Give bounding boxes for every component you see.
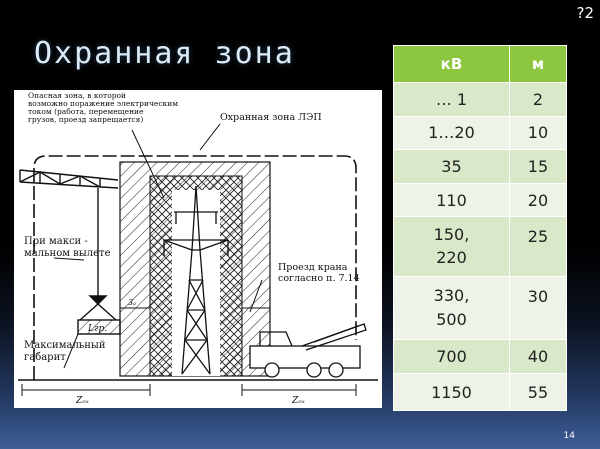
table-row: 1150 55 xyxy=(393,373,568,411)
voltage-cell: 700 xyxy=(393,338,510,375)
distance-cell: 55 xyxy=(508,373,568,411)
zone-boundary xyxy=(33,155,357,380)
max-dimension-label-line1: Максимальный xyxy=(24,340,106,351)
dimension-z-right: Zₒₓ xyxy=(291,396,306,406)
crane-truck-icon xyxy=(249,323,367,378)
voltage-cell: 150, 220 xyxy=(393,216,510,277)
voltage-distance-table: кВ м … 1 2 1…20 10 35 15 110 20 150, 220 xyxy=(393,45,568,411)
voltage-cell: 35 xyxy=(393,149,510,184)
column-header-m: м xyxy=(508,45,568,83)
distance-cell: 40 xyxy=(508,338,568,375)
danger-zone-callout-line1: Опасная зона, в которой xyxy=(28,91,126,100)
table-row: 1…20 10 xyxy=(393,115,568,151)
distance-cell: 20 xyxy=(508,182,568,218)
power-line-protection-zone-diagram: Опасная зона, в которой возможно поражен… xyxy=(14,90,382,408)
transmission-tower-icon xyxy=(163,185,229,375)
voltage-cell: 330, 500 xyxy=(393,275,510,340)
table-header-row: кВ м xyxy=(393,45,568,83)
column-header-kv: кВ xyxy=(393,45,510,83)
danger-zone-callout-line4: грузов, проезд запрещается) xyxy=(28,115,143,124)
dimension-lines xyxy=(21,307,357,396)
distance-cell: 25 xyxy=(508,216,568,277)
protection-zone-callout: Охранная зона ЛЭП xyxy=(220,112,322,123)
table-row: 35 15 xyxy=(393,149,568,184)
table-row: 110 20 xyxy=(393,182,568,218)
distance-cell: 10 xyxy=(508,115,568,151)
table-row: 330, 500 30 xyxy=(393,275,568,340)
distance-cell: 15 xyxy=(508,149,568,184)
voltage-cell: … 1 xyxy=(393,82,510,117)
distance-cell: 30 xyxy=(508,275,568,340)
slide-page-number: 14 xyxy=(563,431,575,441)
voltage-cell: 1150 xyxy=(393,373,510,411)
table-row: … 1 2 xyxy=(393,82,568,117)
dimension-a-left: Зₐ xyxy=(128,298,136,307)
danger-zone-callout-line2: возможно поражение электрическим xyxy=(28,99,178,108)
slide-title: Охранная зона xyxy=(34,36,295,71)
voltage-distance-table-container: кВ м … 1 2 1…20 10 35 15 110 20 150, 220 xyxy=(393,45,568,411)
crane-reach-label-line1: При макси - xyxy=(24,236,88,247)
voltage-cell: 1…20 xyxy=(393,115,510,151)
crane-pass-label-line2: согласно п. 7.14 xyxy=(278,273,360,284)
load-length-label: Lгр. xyxy=(87,324,107,334)
table-row: 700 40 xyxy=(393,338,568,375)
crane-pass-label-line1: Проезд крана xyxy=(278,262,348,273)
max-dimension-label-line2: габарит xyxy=(24,352,66,363)
slide-corner-label: ?2 xyxy=(576,4,594,22)
voltage-cell: 110 xyxy=(393,182,510,218)
dimension-z-left: Zₒₓ xyxy=(75,396,90,406)
danger-zone-callout-line3: током (работа, перемещение xyxy=(28,107,144,116)
distance-cell: 2 xyxy=(508,82,568,117)
tower-crane-icon xyxy=(19,169,121,335)
crane-reach-label-line2: мальном вылете xyxy=(24,248,111,259)
table-row: 150, 220 25 xyxy=(393,216,568,277)
